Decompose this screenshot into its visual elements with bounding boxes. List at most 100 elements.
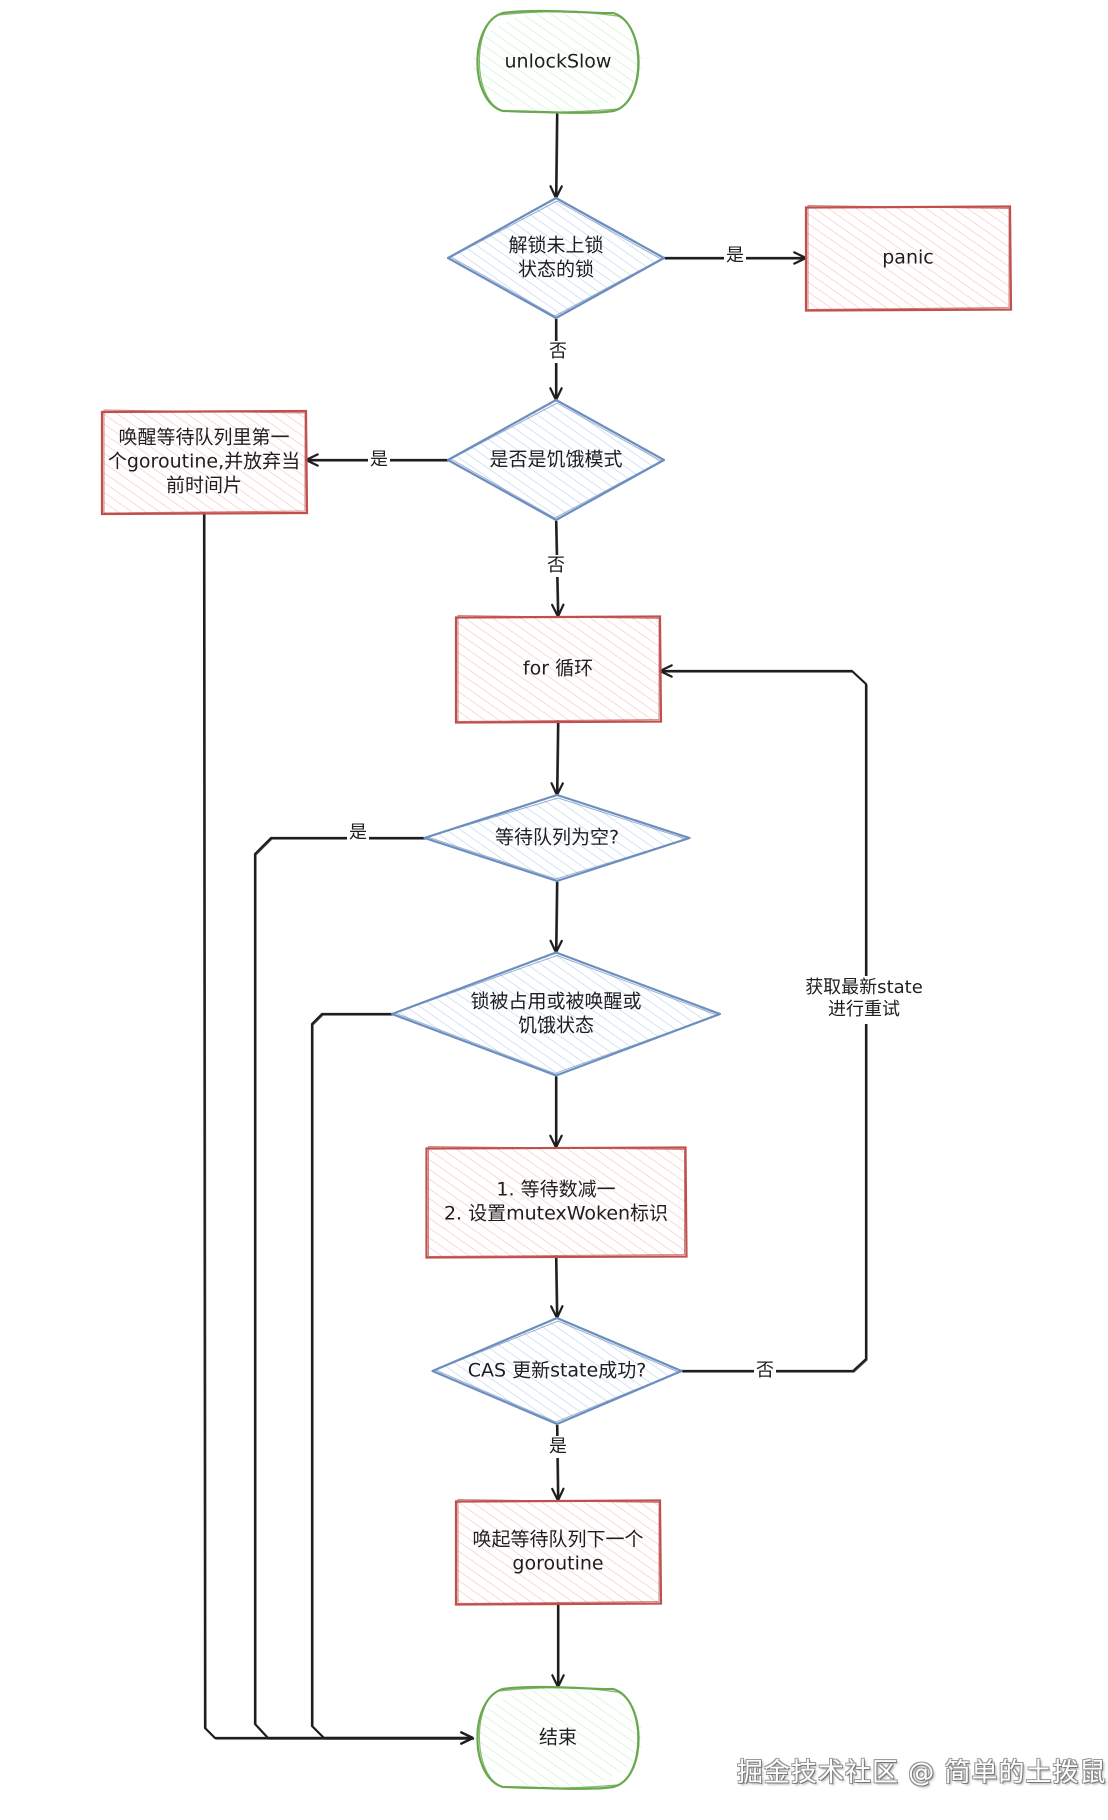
node-label: unlockSlow xyxy=(505,51,612,73)
edge-wake-next-to-end xyxy=(551,1602,565,1689)
node-label: CAS 更新state成功? xyxy=(468,1360,647,1382)
node-label: 唤起等待队列下一个 xyxy=(472,1529,643,1551)
node-label: 2. 设置mutexWoken标识 xyxy=(444,1203,668,1225)
node-queue-empty: 等待队列为空? xyxy=(423,793,691,883)
node-cas-state: CAS 更新state成功? xyxy=(431,1316,683,1426)
edge-line-sketch xyxy=(556,1257,559,1320)
node-label: 饥饿状态 xyxy=(518,1015,594,1037)
edge-line xyxy=(554,111,559,200)
decision-outline-sketch xyxy=(449,200,663,317)
node-label: 个goroutine,并放弃当 xyxy=(108,451,300,473)
edge-line-sketch xyxy=(255,838,474,1740)
edge-label-bg xyxy=(754,1360,776,1382)
process-outline xyxy=(454,615,663,724)
edge-line-sketch xyxy=(556,113,559,200)
decision-outline xyxy=(423,793,691,883)
node-label: 唤醒等待队列里第一 xyxy=(118,427,289,449)
process-outline-sketch xyxy=(103,409,306,514)
edge-label: 是 xyxy=(549,1436,567,1457)
process-outline-sketch xyxy=(457,614,660,723)
node-start: unlockSlow xyxy=(473,9,643,114)
terminal-outline-sketch xyxy=(478,11,639,113)
terminal-outline xyxy=(476,9,640,114)
edge-queue-empty-to-locked-or-woken xyxy=(549,879,563,954)
process-outline-sketch xyxy=(457,1498,660,1605)
edge-line-sketch xyxy=(557,722,560,797)
process-outline xyxy=(454,1499,663,1606)
edge-label-bg xyxy=(347,822,369,844)
edge-handoff-to-end xyxy=(202,511,475,1745)
retry-label: 获取最新state xyxy=(805,977,923,998)
node-label: 解锁未上锁 xyxy=(508,235,603,257)
node-label: 前时间片 xyxy=(166,475,242,497)
decision-outline xyxy=(446,196,666,320)
process-fill xyxy=(806,206,1010,310)
terminal-fill xyxy=(473,11,643,113)
node-label: 等待队列为空? xyxy=(495,827,619,849)
node-label: 1. 等待数减一 xyxy=(496,1179,615,1201)
decision-outline xyxy=(390,951,722,1077)
process-fill xyxy=(456,616,660,722)
process-outline-sketch xyxy=(428,1145,685,1258)
edge-label-bg xyxy=(368,449,390,471)
edge-label-bg xyxy=(547,1436,569,1458)
edge-label-bg xyxy=(545,555,567,577)
decision-outline-sketch xyxy=(393,954,719,1075)
node-label: for 循环 xyxy=(523,658,593,680)
edge-label: 是 xyxy=(349,822,367,843)
edge-label: 否 xyxy=(756,1360,774,1381)
decision-outline xyxy=(446,398,666,522)
edge-queue-empty-to-end xyxy=(253,836,475,1745)
process-fill xyxy=(456,1500,660,1604)
edges-layer xyxy=(202,111,868,1745)
process-fill xyxy=(426,1147,686,1257)
retry-label: 进行重试 xyxy=(828,999,900,1020)
edge-start-to-check-unlocked xyxy=(549,111,563,200)
node-for-loop: for 循环 xyxy=(454,614,663,724)
edge-locked-or-woken-to-dec-waiters xyxy=(549,1074,563,1149)
edge-line xyxy=(554,1255,559,1320)
edge-line-sketch xyxy=(204,513,474,1740)
edge-line xyxy=(554,879,559,954)
terminal-outline-sketch xyxy=(478,1687,639,1789)
node-label: panic xyxy=(882,247,933,269)
node-label: 是否是饥饿模式 xyxy=(489,449,622,471)
edge-label-bg xyxy=(724,245,746,267)
edge-label: 是 xyxy=(370,449,388,470)
node-label: 锁被占用或被唤醒或 xyxy=(470,991,641,1013)
node-end: 结束 xyxy=(473,1685,643,1790)
retry-label-bg xyxy=(800,976,932,1024)
edge-dec-waiters-to-cas-state xyxy=(550,1255,564,1320)
terminal-outline xyxy=(476,1685,640,1790)
edge-line-sketch xyxy=(556,881,559,954)
decision-outline-sketch xyxy=(449,402,663,519)
process-fill xyxy=(102,411,306,513)
node-label: 状态的锁 xyxy=(518,259,594,281)
edge-label: 否 xyxy=(547,555,565,576)
node-panic: panic xyxy=(804,204,1013,312)
edge-label: 是 xyxy=(726,245,744,266)
edge-line xyxy=(253,836,475,1740)
edge-for-loop-to-queue-empty xyxy=(550,720,564,797)
process-outline-sketch xyxy=(807,204,1010,311)
process-outline xyxy=(100,409,309,516)
decision-outline xyxy=(431,1316,683,1426)
process-outline xyxy=(804,205,1013,312)
process-outline xyxy=(425,1146,688,1259)
edge-label-bg xyxy=(547,341,569,363)
edge-line xyxy=(202,511,475,1740)
decision-outline-sketch xyxy=(434,1320,680,1423)
decision-outline-sketch xyxy=(425,797,689,880)
watermark: 掘金技术社区 @ 简单的土拨鼠 xyxy=(737,1758,1107,1788)
edge-label: 否 xyxy=(549,341,567,362)
terminal-fill xyxy=(473,1687,643,1789)
node-label: 结束 xyxy=(539,1727,577,1749)
